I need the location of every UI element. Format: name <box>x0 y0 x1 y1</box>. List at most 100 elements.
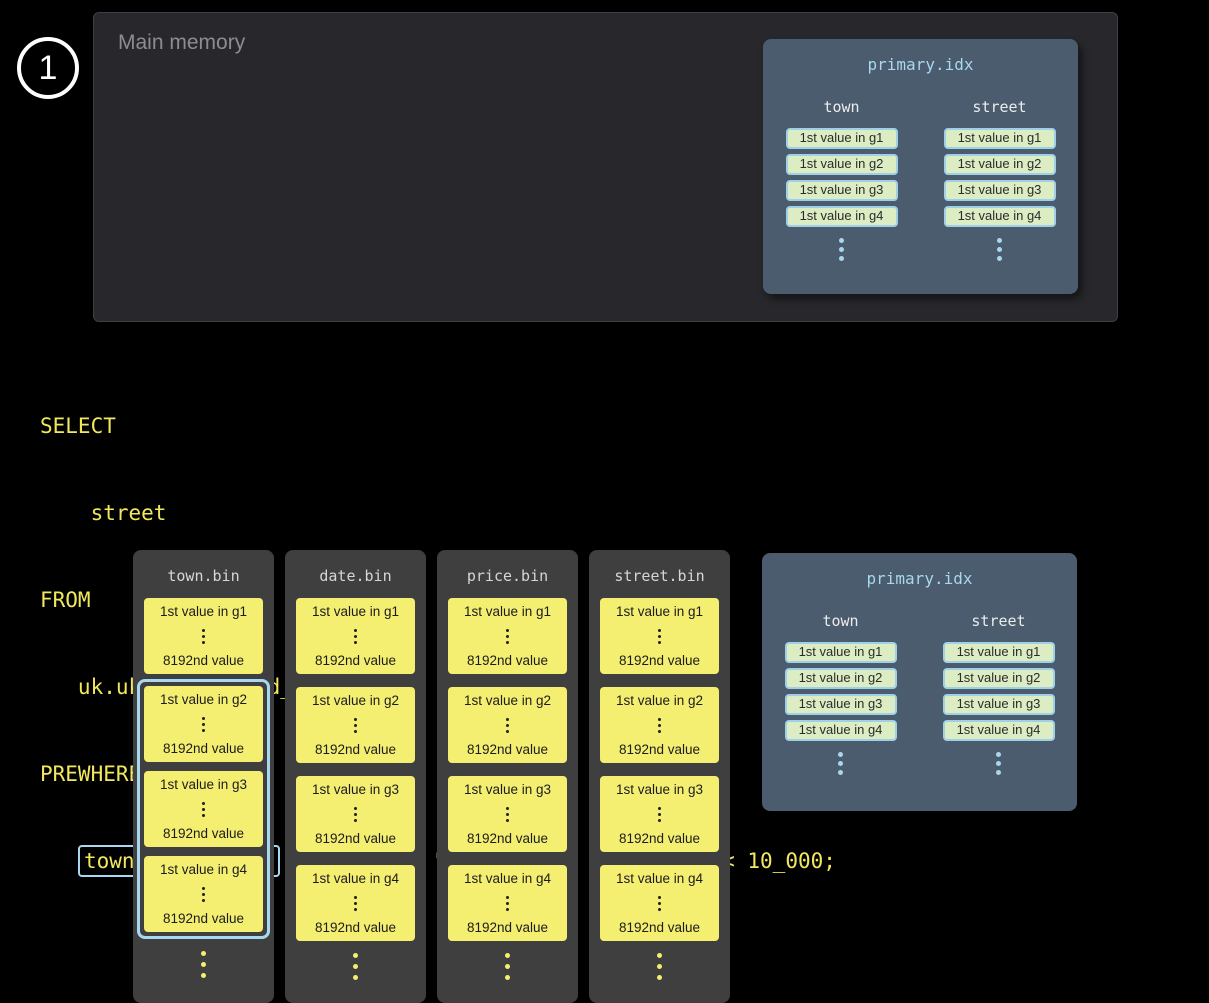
index-entry: 1st value in g4 <box>942 720 1055 741</box>
granule-box: 1st value in g4 8192nd value <box>600 865 719 941</box>
granule-box: 1st value in g3 8192nd value <box>144 771 263 847</box>
granule-first-value: 1st value in g1 <box>463 604 552 619</box>
ellipsis-icon <box>839 238 844 261</box>
index-entry: 1st value in g3 <box>785 180 898 201</box>
granule-box: 1st value in g2 8192nd value <box>144 686 263 762</box>
granule-last-value: 8192nd value <box>618 831 701 846</box>
bin-column-title: street.bin <box>614 567 705 585</box>
bin-column-date: date.bin 1st value in g1 8192nd value 1s… <box>285 550 426 1003</box>
index-entry: 1st value in g1 <box>784 642 897 663</box>
sql-line: SELECT <box>40 414 116 438</box>
granule-last-value: 8192nd value <box>618 653 701 668</box>
sql-indent <box>40 849 78 873</box>
ellipsis-icon <box>838 752 843 775</box>
granule-first-value: 1st value in g3 <box>311 782 400 797</box>
granule-box: 1st value in g1 8192nd value <box>296 598 415 674</box>
granule-first-value: 1st value in g2 <box>463 693 552 708</box>
ellipsis-icon <box>354 895 357 911</box>
index-entry: 1st value in g3 <box>943 180 1056 201</box>
granule-last-value: 8192nd value <box>618 742 701 757</box>
sql-line: street <box>40 501 167 525</box>
ellipsis-icon <box>506 717 509 733</box>
bin-granules: 1st value in g1 8192nd value 1st value i… <box>600 598 719 941</box>
granule-last-value: 8192nd value <box>466 920 549 935</box>
step-number-badge: 1 <box>17 37 79 99</box>
index-entry: 1st value in g4 <box>785 206 898 227</box>
ellipsis-icon <box>657 953 662 980</box>
ellipsis-icon <box>202 628 205 644</box>
index-entry: 1st value in g3 <box>784 694 897 715</box>
ellipsis-icon <box>658 628 661 644</box>
ellipsis-icon <box>506 628 509 644</box>
index-entry: 1st value in g1 <box>785 128 898 149</box>
granule-first-value: 1st value in g2 <box>311 693 400 708</box>
granule-box: 1st value in g1 8192nd value <box>600 598 719 674</box>
granule-box: 1st value in g2 8192nd value <box>448 687 567 763</box>
bin-column-title: town.bin <box>167 567 240 585</box>
bin-column-title: price.bin <box>466 567 549 585</box>
bin-column-street: street.bin 1st value in g1 8192nd value … <box>589 550 730 1003</box>
idx-column-street: street 1st value in g1 1st value in g2 1… <box>940 612 1058 775</box>
granule-box: 1st value in g3 8192nd value <box>600 776 719 852</box>
ellipsis-icon <box>997 238 1002 261</box>
idx-column-street: street 1st value in g1 1st value in g2 1… <box>941 98 1059 261</box>
granule-first-value: 1st value in g4 <box>463 871 552 886</box>
bin-granules: 1st value in g1 8192nd value 1st value i… <box>448 598 567 941</box>
granule-box: 1st value in g1 8192nd value <box>144 598 263 674</box>
granule-last-value: 8192nd value <box>314 653 397 668</box>
granule-last-value: 8192nd value <box>466 831 549 846</box>
granule-last-value: 8192nd value <box>162 826 245 841</box>
granule-first-value: 1st value in g3 <box>463 782 552 797</box>
granule-first-value: 1st value in g3 <box>615 782 704 797</box>
ellipsis-icon <box>505 953 510 980</box>
idx-column-header: town <box>822 612 859 630</box>
primary-idx-title: primary.idx <box>867 55 974 74</box>
primary-idx-columns: town 1st value in g1 1st value in g2 1st… <box>762 612 1077 775</box>
idx-column-header: town <box>823 98 860 116</box>
primary-idx-panel-top: primary.idx town 1st value in g1 1st val… <box>763 39 1078 294</box>
primary-idx-panel-bottom: primary.idx town 1st value in g1 1st val… <box>762 553 1077 811</box>
idx-column-town: town 1st value in g1 1st value in g2 1st… <box>783 98 901 261</box>
step-number: 1 <box>38 48 58 87</box>
granule-first-value: 1st value in g2 <box>159 692 248 707</box>
granule-last-value: 8192nd value <box>466 653 549 668</box>
ellipsis-icon <box>354 806 357 822</box>
ellipsis-icon <box>202 801 205 817</box>
granule-last-value: 8192nd value <box>162 653 245 668</box>
index-entry: 1st value in g2 <box>785 154 898 175</box>
main-memory-panel: Main memory primary.idx town 1st value i… <box>93 12 1118 322</box>
bin-column-title: date.bin <box>319 567 392 585</box>
granule-last-value: 8192nd value <box>314 742 397 757</box>
bin-column-town: town.bin 1st value in g1 8192nd value 1s… <box>133 550 274 1003</box>
granule-last-value: 8192nd value <box>618 920 701 935</box>
granule-box: 1st value in g2 8192nd value <box>600 687 719 763</box>
granule-first-value: 1st value in g1 <box>311 604 400 619</box>
index-entry: 1st value in g1 <box>943 128 1056 149</box>
granule-first-value: 1st value in g1 <box>159 604 248 619</box>
ellipsis-icon <box>354 717 357 733</box>
ellipsis-icon <box>658 717 661 733</box>
index-entry: 1st value in g2 <box>943 154 1056 175</box>
granule-first-value: 1st value in g3 <box>159 777 248 792</box>
granule-first-value: 1st value in g4 <box>311 871 400 886</box>
index-entry: 1st value in g3 <box>942 694 1055 715</box>
granule-box: 1st value in g2 8192nd value <box>296 687 415 763</box>
granule-box: 1st value in g3 8192nd value <box>296 776 415 852</box>
selected-granules-frame: 1st value in g2 8192nd value 1st value i… <box>137 679 270 939</box>
ellipsis-icon <box>506 895 509 911</box>
primary-idx-title: primary.idx <box>866 569 973 588</box>
bin-column-price: price.bin 1st value in g1 8192nd value 1… <box>437 550 578 1003</box>
main-memory-label: Main memory <box>118 31 246 54</box>
primary-idx-columns: town 1st value in g1 1st value in g2 1st… <box>763 98 1078 261</box>
granule-box: 1st value in g1 8192nd value <box>448 598 567 674</box>
granule-first-value: 1st value in g1 <box>615 604 704 619</box>
ellipsis-icon <box>202 886 205 902</box>
ellipsis-icon <box>658 895 661 911</box>
bin-granules: 1st value in g1 8192nd value 1st value i… <box>296 598 415 941</box>
index-entry: 1st value in g2 <box>942 668 1055 689</box>
ellipsis-icon <box>996 752 1001 775</box>
idx-column-header: street <box>972 98 1027 116</box>
ellipsis-icon <box>353 953 358 980</box>
sql-line: PREWHERE <box>40 762 142 786</box>
